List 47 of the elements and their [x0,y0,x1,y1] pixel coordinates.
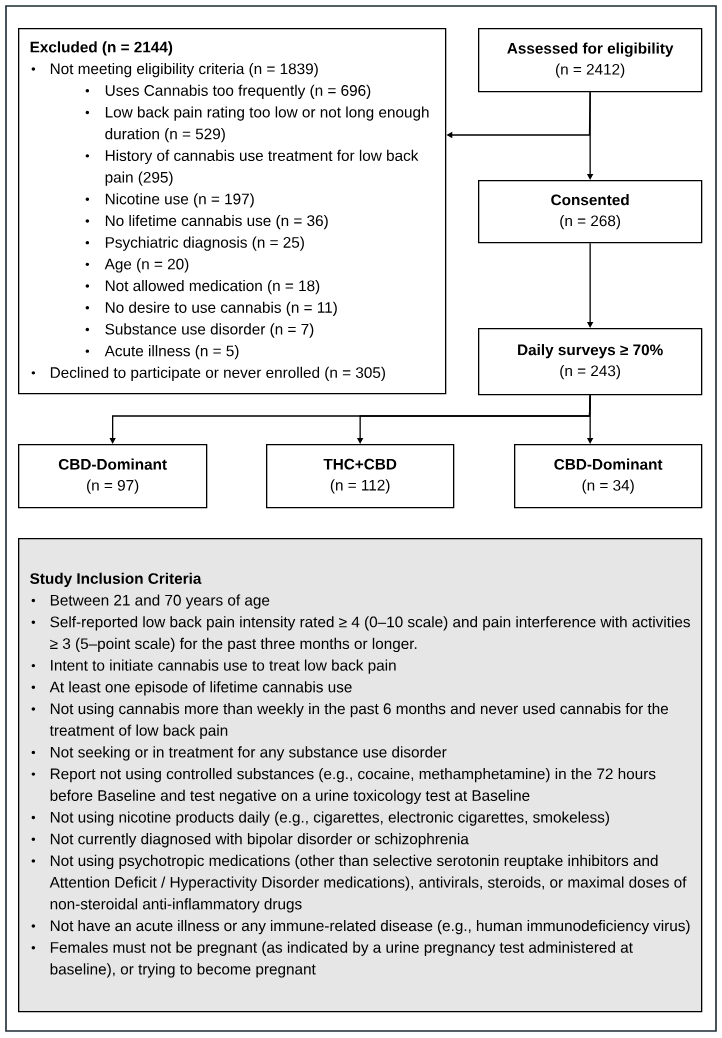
flow-box [514,444,703,509]
bullet-item: Not currently diagnosed with bipolar disorder or schizophrenia [31,833,469,848]
box-heading: THC+CBD [323,458,397,470]
bullet-item: Nicotine use (n = 197) [85,193,254,208]
exclusion-box [18,28,447,395]
bullet-item: Not using cannabis more than weekly in the past 6 months and never used cannabis for the treatment of low back pain [31,702,668,739]
bullet-item: Not using psychotropic medications (other than selective serotonin reuptake inhibitors and Attention Deficit / Hyperactivity Disorder medications), antivirals, steroids, or maximal doses of non-steroidal anti-inflammatory drugs [31,854,687,913]
flow-box [18,444,208,509]
box-heading: Daily surveys ≥ 70% [518,344,663,359]
bullet-item: No lifetime cannabis use (n = 36) [85,214,328,230]
count-text: (n = 97) [87,479,139,494]
box-heading: Excluded (n = 2144) [30,41,173,56]
bullet-item: Low back pain rating too low or not long enough duration (n = 529) [85,106,429,143]
bullet-item: Age (n = 20) [85,258,189,273]
bullet-item: Between 21 and 70 years of age [31,594,270,609]
count-text: (n = 112) [330,479,390,494]
box-heading: Consented [551,194,629,206]
bullet-item: Not seeking or in treatment for any substance use disorder [31,746,447,761]
bullet-item: Acute illness (n = 5) [85,345,239,360]
box-heading: Study Inclusion Criteria [30,572,202,587]
bullet-item: Intent to initiate cannabis use to treat low back pain [31,659,396,674]
bullet-item: Declined to participate or never enrolled (n = 305) [31,366,385,382]
flow-box [478,180,703,244]
bullet-item: Not allowed medication (n = 18) [85,279,320,295]
bullet-item: Not have an acute illness or any immune-related disease (e.g., human immunodeficiency virus) [31,919,690,935]
bullet-item: Self-reported low back pain intensity rated ≥ 4 (0–10 scale) and pain interference with activities ≥ 3 (5–point scale) for the past three months or longer. [31,616,690,653]
count-text: (n = 268) [560,215,620,230]
count-text: (n = 2412) [556,63,625,78]
bullet-item: Not meeting eligibility criteria (n = 1839) [31,63,318,78]
flow-box [478,328,703,396]
bullet-item: Substance use disorder (n = 7) [85,323,314,338]
bullet-item: Females must not be pregnant (as indicated by a urine pregnancy test administered at baseline), or trying to become pregnant [31,941,633,978]
count-text: (n = 34) [582,479,634,494]
count-text: (n = 243) [560,365,620,380]
bullet-item: No desire to use cannabis (n = 11) [85,301,337,316]
bullet-item: History of cannabis use treatment for low back pain (295) [85,149,419,186]
bullet-item: Uses Cannabis too frequently (n = 696) [85,84,371,99]
flow-box [266,444,455,509]
bullet-item: Report not using controlled substances (e.g., cocaine, methamphetamine) in the 72 hours before Baseline and test negative on a urine toxicology test at Baseline [31,768,656,804]
bullet-item: At least one episode of lifetime cannabis use [31,681,352,696]
flow-box [478,28,703,93]
box-heading: CBD-Dominant [554,458,663,470]
box-heading: Assessed for eligibility [507,42,674,57]
bullet-item: Psychiatric diagnosis (n = 25) [85,236,304,251]
bullet-item: Not using nicotine products daily (e.g., cigarettes, electronic cigarettes, smokeless) [31,811,609,826]
criteria-box [18,538,703,1013]
box-heading: CBD-Dominant [58,458,167,470]
